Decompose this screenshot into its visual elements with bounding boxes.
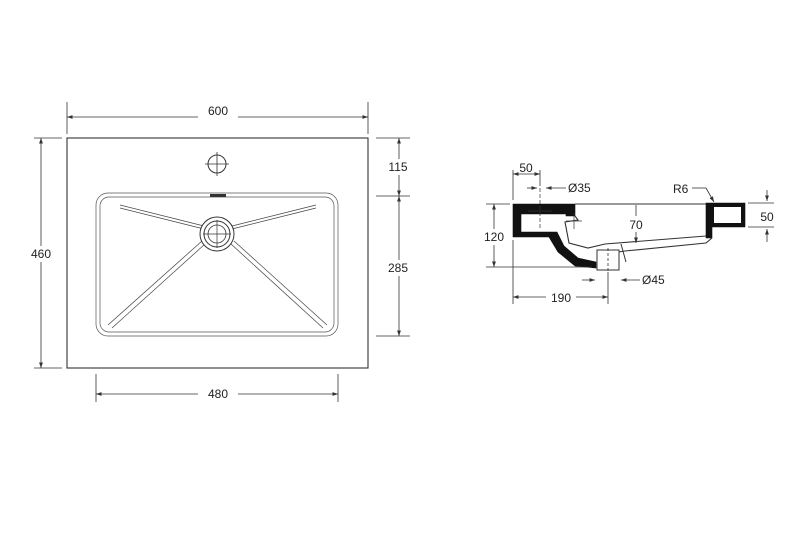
waste-diameter-label: Ø45 <box>642 273 665 287</box>
dim-tap-diameter: Ø35 <box>527 181 591 195</box>
dim-section-bowl-depth: 70 <box>629 205 643 243</box>
dim-vertical-right: 115 285 <box>376 137 414 337</box>
overall-width-label: 600 <box>208 104 228 118</box>
waste-offset-label: 190 <box>551 291 571 305</box>
tap-hole-diameter-label: Ø35 <box>568 181 591 195</box>
dim-overall-depth: 460 <box>28 137 62 369</box>
section-waste-pipe <box>596 243 627 272</box>
total-height-label: 120 <box>484 230 504 244</box>
dim-rim-thickness: 50 <box>748 190 774 242</box>
dim-overall-width: 600 <box>66 102 369 134</box>
dim-bowl-width: 480 <box>95 374 339 402</box>
dim-waste-diameter: Ø45 <box>582 273 665 287</box>
section-bowl-floor <box>548 231 597 269</box>
dim-tap-offset: 50 <box>512 161 541 200</box>
bowl-outer-edge <box>95 192 339 337</box>
basin-outline <box>66 137 369 369</box>
bowl-depth-label: 285 <box>388 261 408 275</box>
overall-depth-label: 460 <box>31 247 51 261</box>
tap-hole-icon <box>205 152 229 176</box>
section-view: 50 Ø35 R6 70 50 <box>480 161 774 305</box>
dim-radius: R6 <box>673 182 715 203</box>
section-bowl-outline <box>564 215 707 249</box>
rim-thickness-label: 50 <box>760 210 774 224</box>
tap-offset-label: 50 <box>519 161 533 175</box>
section-bowl-depth-label: 70 <box>629 218 643 232</box>
dim-waste-offset: 190 <box>512 240 609 305</box>
plan-view: 600 460 480 115 285 <box>28 102 414 402</box>
inner-radius-label: R6 <box>673 182 689 196</box>
section-bowl-underside <box>603 237 713 255</box>
overflow-slot <box>210 194 226 197</box>
drain-icon <box>199 216 235 252</box>
bowl-slope-lines <box>107 204 328 329</box>
bowl-width-label: 480 <box>208 387 228 401</box>
section-left-rim <box>512 203 576 238</box>
tap-hole-offset-label: 115 <box>388 160 407 174</box>
dim-total-height: 120 <box>480 203 592 268</box>
